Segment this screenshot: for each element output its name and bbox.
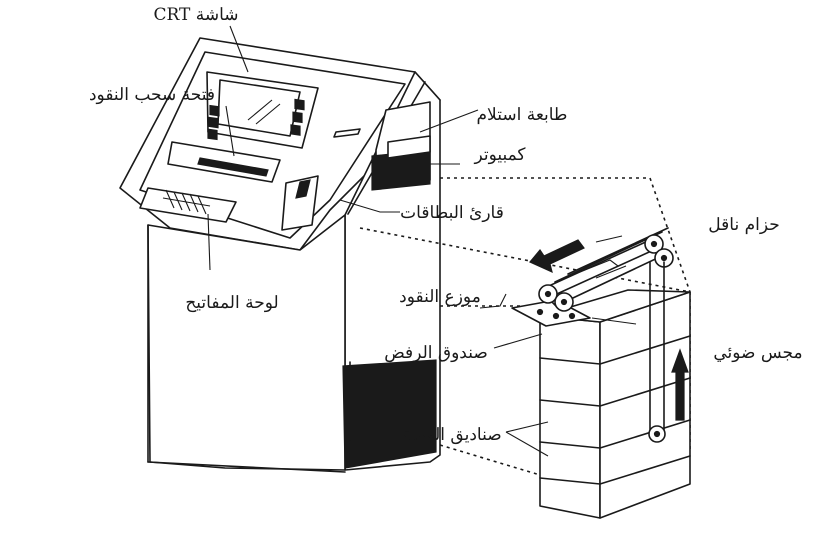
label-cash-dispenser: موزع النقود bbox=[399, 287, 481, 307]
label-photo-sensor: مجس ضوئي bbox=[713, 343, 802, 363]
leader-reject-box bbox=[494, 334, 542, 348]
up-arrow-shaft bbox=[676, 370, 684, 420]
label-cash-slot: فتحة سحب النقود bbox=[89, 85, 215, 105]
atm-bottom-cavity bbox=[343, 360, 436, 468]
label-reject-box: صندوق الرفض bbox=[384, 343, 488, 363]
dispenser-front bbox=[540, 316, 600, 518]
screen-side-buttons-left bbox=[208, 106, 219, 140]
label-conveyor-belt: حزام ناقل bbox=[708, 215, 779, 235]
label-receipt-printer: طابعة استلام bbox=[477, 105, 568, 125]
cash-dispenser-unit bbox=[512, 228, 690, 518]
atm-lower-front bbox=[148, 215, 345, 470]
leader-conveyor bbox=[596, 236, 622, 242]
belt-direction-arrow bbox=[530, 240, 584, 272]
label-computer: كمبيوتر bbox=[473, 145, 526, 165]
label-currency-boxes: صناديق العملة bbox=[402, 425, 501, 445]
label-keypad: لوحة المفاتيح bbox=[185, 293, 278, 313]
label-crt-screen: شاشة CRT bbox=[153, 5, 238, 25]
label-card-reader: قارئ البطاقات bbox=[400, 203, 504, 223]
